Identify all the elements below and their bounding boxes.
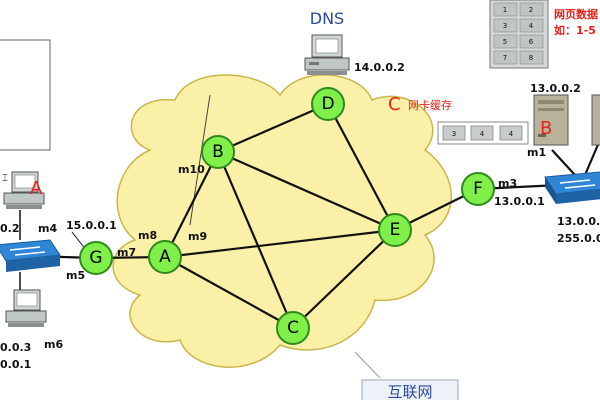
grid-cell-8: 8 <box>529 54 533 62</box>
server-letter: B <box>540 118 552 139</box>
left-switch-icon <box>0 239 61 272</box>
client-letter: A <box>30 178 43 199</box>
internet-cloud <box>112 74 452 368</box>
right-network-mask: 255.0.0.0 <box>557 232 600 245</box>
node-f: F <box>461 172 495 206</box>
dns-ip: 14.0.0.2 <box>354 61 405 74</box>
right-network-ip: 13.0.0.0 <box>557 215 600 228</box>
grid-cell-7: 7 <box>503 54 507 62</box>
client-ip: 0.2 <box>0 222 20 235</box>
grid-cell-5: 5 <box>503 38 507 46</box>
dns-label: DNS <box>310 9 344 28</box>
edge-c-e <box>292 229 396 329</box>
node-e-label: E <box>390 220 401 240</box>
edge-a-c <box>164 256 294 329</box>
client-port-m4: m4 <box>38 222 57 235</box>
page-text-line1: 网页数据 <box>554 7 598 21</box>
cursor-glyph: ⌶ <box>2 173 8 184</box>
node-g: G <box>79 241 113 275</box>
dns-computer-icon <box>304 34 350 75</box>
node-c: C <box>276 311 310 345</box>
bottom-computer-icon <box>5 289 47 327</box>
node-a: A <box>148 240 182 274</box>
f-port-m3: m3 <box>498 177 517 190</box>
f-ip: 13.0.0.1 <box>494 195 545 208</box>
server-ip: 13.0.0.2 <box>530 82 581 95</box>
internet-label-box <box>361 379 459 400</box>
a-port-m7: m7 <box>117 246 136 259</box>
node-g-label: G <box>89 248 102 268</box>
right-switch-icon <box>544 171 600 204</box>
internet-leader <box>354 351 381 379</box>
page-text-line2: 如：1-5 <box>554 23 596 37</box>
edge-b-c <box>216 151 295 329</box>
cache-text: 网卡缓存 <box>408 98 452 112</box>
node-d: D <box>311 87 345 121</box>
node-f-label: F <box>473 179 483 199</box>
edge-d-e <box>327 103 396 231</box>
cache-cell-3: 4 <box>509 130 514 138</box>
cache-cell-2: 4 <box>480 130 485 138</box>
bottom-ip-1: 0.0.3 <box>0 341 31 354</box>
grid-cell-1: 1 <box>503 6 507 14</box>
grid-cell-4: 4 <box>529 22 534 30</box>
node-d-label: D <box>321 94 334 114</box>
server-port-m1: m1 <box>527 146 546 159</box>
g-ip: 15.0.0.1 <box>66 219 117 232</box>
g-port-m5: m5 <box>66 269 85 282</box>
a-port-m9: m9 <box>188 230 207 243</box>
cache-buffer <box>437 121 529 145</box>
grid-cell-2: 2 <box>529 6 533 14</box>
grid-cell-6: 6 <box>529 38 534 46</box>
b-port-m10: m10 <box>178 163 205 176</box>
cache-letter: C <box>388 94 401 115</box>
internet-label: 互联网 <box>387 383 432 400</box>
node-c-label: C <box>287 318 299 338</box>
web-data-grid <box>489 0 549 69</box>
grid-cell-3: 3 <box>503 22 507 30</box>
bottom-port-m6: m6 <box>44 338 63 351</box>
edge-a-e <box>164 228 396 259</box>
right-server-icon <box>591 94 600 146</box>
edge-d-b <box>217 102 329 154</box>
server-icon <box>533 94 569 146</box>
cache-cell-1: 3 <box>452 130 456 138</box>
node-b: B <box>201 135 235 169</box>
edge-b-a <box>164 151 219 258</box>
edge-switch-right <box>583 139 600 176</box>
a-port-m8: m8 <box>138 229 157 242</box>
edge-b-e <box>217 150 396 232</box>
bottom-ip-2: 0.0.1 <box>0 358 31 371</box>
node-a-label: A <box>159 247 171 267</box>
node-b-label: B <box>212 142 224 162</box>
divider-line <box>189 94 211 226</box>
client-computer-icon <box>3 171 45 209</box>
edge-switch-server <box>551 149 576 176</box>
left-box <box>0 39 51 151</box>
node-e: E <box>378 213 412 247</box>
